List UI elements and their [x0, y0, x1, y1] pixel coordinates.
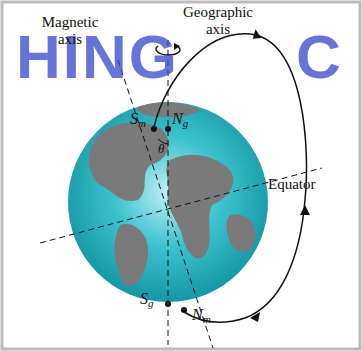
- watermark: C: [296, 26, 343, 88]
- pole-label: Sm: [130, 110, 146, 129]
- axis-label: Magnetic axis: [30, 14, 110, 47]
- pole-label: Ng: [172, 110, 188, 129]
- watermark: HING: [16, 26, 179, 88]
- equator-label: Equator: [268, 176, 315, 193]
- axis-label: Geographic axis: [178, 4, 258, 37]
- pole-label: Sg: [140, 290, 154, 309]
- pole-label: Nm: [192, 306, 211, 325]
- angle-symbol: θ: [158, 142, 164, 156]
